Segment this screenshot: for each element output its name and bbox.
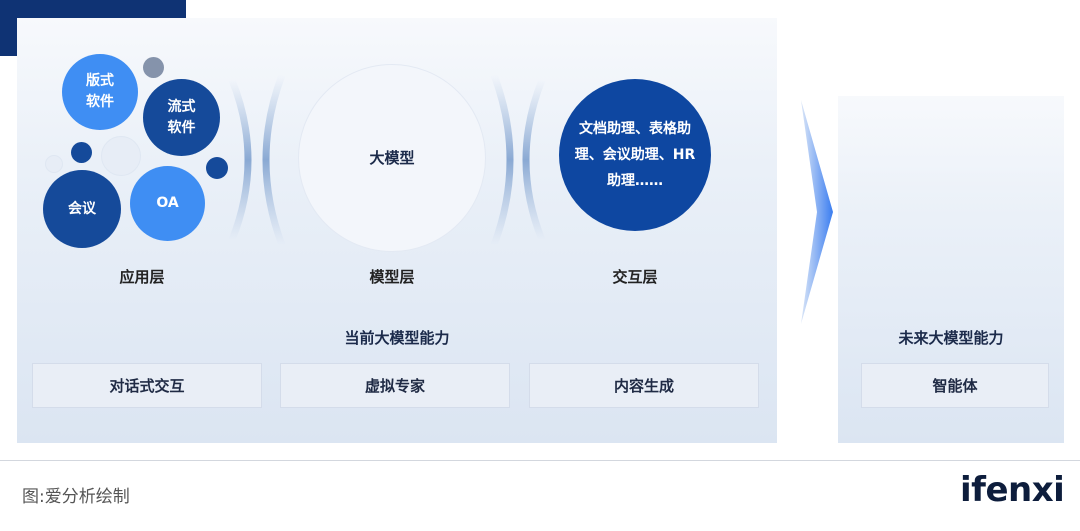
decorative-bubble (45, 155, 63, 173)
bubble-meeting: 会议 (43, 170, 121, 248)
signal-waves-left (228, 73, 286, 247)
decorative-bubble (71, 142, 92, 163)
footer-divider (0, 460, 1080, 461)
bubble-flow-software: 流式 软件 (143, 79, 220, 156)
capability-content-generation: 内容生成 (529, 363, 759, 408)
arrow-right-icon (801, 100, 833, 324)
large-model-circle: 大模型 (298, 64, 486, 252)
capability-agent: 智能体 (861, 363, 1049, 408)
bubble-oa: OA (130, 166, 205, 241)
current-capability-title: 当前大模型能力 (344, 329, 450, 347)
capability-dialog-interaction: 对话式交互 (32, 363, 262, 408)
future-capability-title: 未来大模型能力 (898, 329, 1004, 347)
ifenxi-logo: ifenxi (960, 470, 1065, 510)
decorative-bubble (101, 136, 141, 176)
application-layer-label: 应用层 (119, 268, 165, 286)
interaction-layer-label: 交互层 (612, 268, 658, 286)
signal-waves-right (490, 73, 546, 247)
capability-virtual-expert: 虚拟专家 (280, 363, 510, 408)
decorative-bubble (143, 57, 164, 78)
bubble-layout-software: 版式 软件 (62, 54, 138, 130)
figure-caption: 图:爱分析绘制 (22, 487, 130, 507)
assistants-circle: 文档助理、表格助理、会议助理、HR助理…… (559, 79, 711, 231)
decorative-bubble (206, 157, 228, 179)
model-layer-label: 模型层 (369, 268, 415, 286)
